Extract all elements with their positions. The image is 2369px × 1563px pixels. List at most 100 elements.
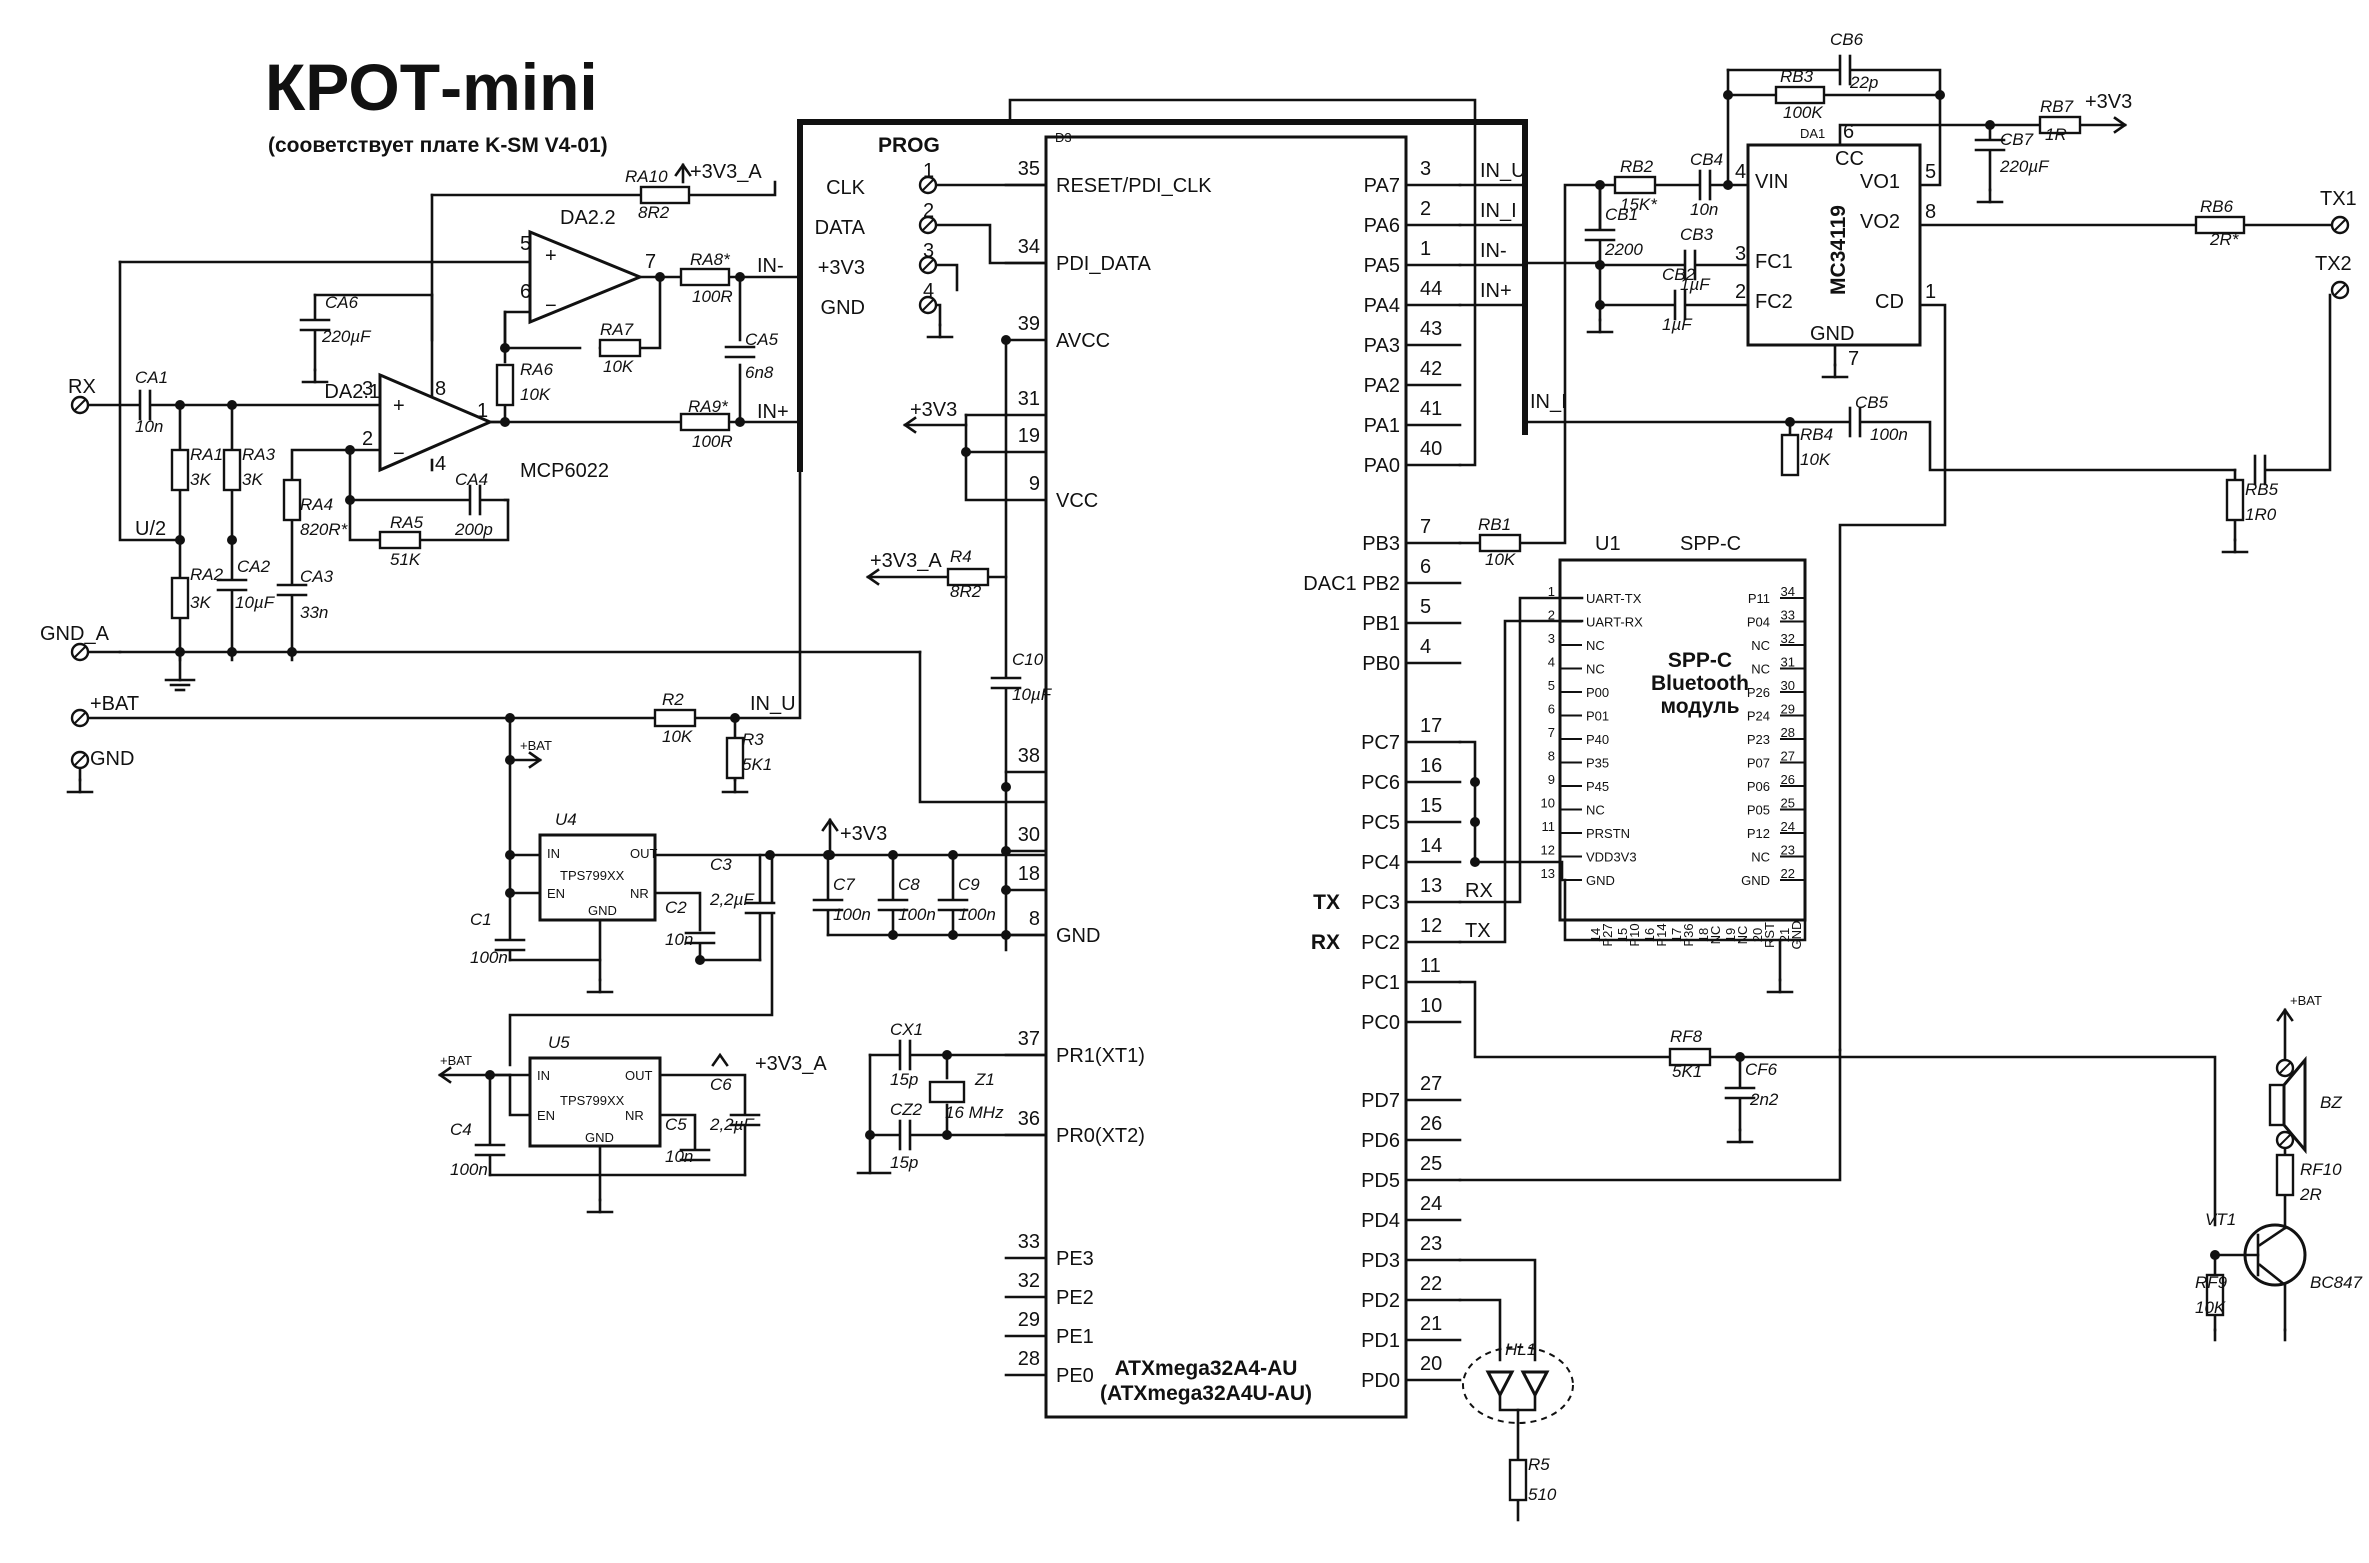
cx1-ref: CX1 bbox=[890, 1020, 923, 1039]
ra7-val: 10K bbox=[603, 357, 634, 376]
arrow-up-icon bbox=[821, 817, 839, 832]
junction-dot bbox=[1470, 817, 1480, 827]
cap-gap bbox=[879, 899, 907, 911]
ra8-val: 100R bbox=[692, 287, 733, 306]
mcu-pin-label: PB3 bbox=[1362, 533, 1400, 555]
bt-pin-label: P23 bbox=[1747, 732, 1770, 747]
mcu-pin-number: 21 bbox=[1420, 1313, 1442, 1335]
c4-ref: C4 bbox=[450, 1120, 472, 1139]
bt-pin-label: VDD3V3 bbox=[1586, 850, 1637, 865]
wire bbox=[508, 958, 602, 982]
mcu-pin-number: 26 bbox=[1420, 1113, 1442, 1135]
wire bbox=[508, 1073, 532, 1117]
mcu-pin-number: 20 bbox=[1420, 1353, 1442, 1375]
prog-pin-label: CLK bbox=[826, 177, 866, 199]
reg-pin: OUT bbox=[625, 1068, 653, 1083]
junction-dot bbox=[948, 930, 958, 940]
bt-bottom-pin: 19 bbox=[1723, 928, 1738, 942]
opamp-part: MCP6022 bbox=[520, 460, 609, 482]
opamp-da22-icon bbox=[528, 229, 644, 325]
reg-pin: GND bbox=[585, 1130, 614, 1145]
bt-pin-number: 26 bbox=[1781, 772, 1795, 787]
ca1-val: 10n bbox=[135, 417, 163, 436]
ra5-ref: RA5 bbox=[390, 513, 424, 532]
wire bbox=[1838, 303, 1947, 1052]
bt-pin-number: 4 bbox=[1548, 655, 1555, 670]
led-icon bbox=[1520, 1370, 1550, 1399]
bt-pin-number: 10 bbox=[1541, 796, 1555, 811]
label-layer: КРОТ-mini(сооветствует плате K-SM V4-01)… bbox=[40, 30, 2363, 1504]
resistor-icon bbox=[1613, 175, 1657, 195]
bt-pin-number: 9 bbox=[1548, 772, 1555, 787]
terminal-slash bbox=[922, 179, 934, 191]
ca3-ref: CA3 bbox=[300, 567, 334, 586]
ra10-ref: RA10 bbox=[625, 167, 668, 186]
cb7-val: 220µF bbox=[1999, 157, 2050, 176]
cap-ref: C8 bbox=[898, 875, 920, 894]
net-v33-reg: +3V3 bbox=[840, 823, 887, 845]
rx-mark: RX bbox=[1311, 931, 1340, 954]
rf9-ref: RF9 bbox=[2195, 1273, 2228, 1292]
resistor-icon bbox=[2194, 215, 2246, 235]
mcu-pin-label: PA5 bbox=[1364, 255, 1400, 277]
reg-pin: OUT bbox=[630, 846, 658, 861]
cap-gap bbox=[746, 902, 774, 914]
junction-dot bbox=[765, 850, 775, 860]
cap-gap bbox=[1699, 171, 1711, 199]
net-label: IN- bbox=[1480, 240, 1507, 262]
drv-pin: VO2 bbox=[1860, 211, 1900, 233]
bt-pin-label: P04 bbox=[1747, 615, 1770, 630]
bt-bottom-pin: 20 bbox=[1750, 928, 1765, 942]
cap-gap bbox=[2254, 456, 2266, 484]
resistor-icon bbox=[639, 185, 691, 205]
resistor-icon bbox=[378, 530, 422, 550]
led-group-outline bbox=[1462, 1346, 1574, 1424]
rb3-ref: RB3 bbox=[1780, 67, 1814, 86]
rb2-ref: RB2 bbox=[1620, 157, 1654, 176]
led-icon bbox=[1485, 1370, 1515, 1399]
plus-sign: + bbox=[545, 245, 557, 267]
bt-pin-number: 31 bbox=[1781, 655, 1795, 670]
arrow-up-icon bbox=[711, 1052, 729, 1067]
resistor-icon bbox=[170, 576, 190, 620]
cap-ref: C9 bbox=[958, 875, 980, 894]
bt-bottom-pin: P14 bbox=[1654, 923, 1669, 946]
u5-part: TPS799XX bbox=[560, 1093, 625, 1108]
bt-pin-label: P00 bbox=[1586, 685, 1609, 700]
bt-pin-number: 25 bbox=[1781, 796, 1795, 811]
mcu-pin-number: 7 bbox=[1420, 516, 1431, 538]
net-label: IN_U bbox=[1480, 160, 1526, 182]
wire-layer bbox=[78, 68, 2337, 1522]
u5-ref: U5 bbox=[548, 1033, 570, 1052]
wire bbox=[1458, 596, 1584, 904]
net-bat-bz: +BAT bbox=[2290, 993, 2322, 1008]
ca4-val: 200p bbox=[454, 520, 493, 539]
cap-gap bbox=[1849, 408, 1861, 436]
net-v33a-u5: +3V3_A bbox=[755, 1053, 827, 1075]
r5-val: 510 bbox=[1528, 1485, 1557, 1504]
bt-bottom-pin: 16 bbox=[1642, 928, 1657, 942]
wire bbox=[1523, 420, 2237, 472]
bt-pin-number: 5 bbox=[1548, 678, 1555, 693]
rf9-val: 10K bbox=[2195, 1298, 2226, 1317]
r2-ref: R2 bbox=[662, 690, 684, 709]
c10-val: 10µF bbox=[1012, 685, 1053, 704]
resistor-icon bbox=[1774, 85, 1826, 105]
net-in-i: IN_I bbox=[1530, 391, 1567, 413]
hl1-ref: HL1 bbox=[1505, 1340, 1536, 1359]
wire bbox=[1473, 860, 1564, 882]
c6-val: 2,2µF bbox=[709, 1115, 755, 1134]
mcu-pin-number: 27 bbox=[1420, 1073, 1442, 1095]
mcu-pin-number: 16 bbox=[1420, 755, 1442, 777]
bt-ref: U1 bbox=[1595, 533, 1621, 555]
driver-ref: DA1 bbox=[1800, 126, 1825, 141]
resistor-icon bbox=[679, 267, 731, 287]
tx-mark: TX bbox=[1313, 891, 1340, 914]
bt-module-body bbox=[1558, 558, 1807, 922]
buzzer-icon bbox=[2268, 1083, 2286, 1127]
mcu-pin-label: PC7 bbox=[1361, 732, 1400, 754]
buzzer-cone-icon bbox=[2282, 1055, 2307, 1155]
mcu-pin-label: PA2 bbox=[1364, 375, 1400, 397]
cap-val: 100n bbox=[898, 905, 936, 924]
terminal-slash bbox=[74, 646, 86, 658]
